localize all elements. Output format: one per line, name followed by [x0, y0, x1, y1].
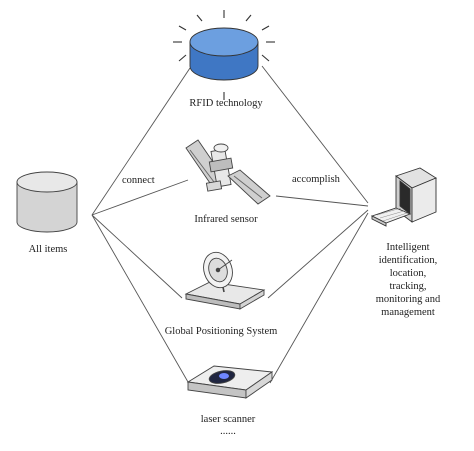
- line-rfid-outcome: [261, 65, 369, 204]
- computer-icon: [370, 167, 437, 227]
- line-infrared-outcome: [275, 195, 369, 207]
- label-laser-scanner: laser scanner: [200, 414, 256, 425]
- connect-lines: [91, 67, 191, 383]
- edge-label-connect: connect: [122, 175, 155, 186]
- line-gps-outcome: [267, 209, 369, 299]
- database-cylinder-icon: [16, 171, 78, 233]
- laser-scanner-icon: [186, 365, 274, 399]
- edge-label-accomplish: accomplish: [292, 174, 340, 185]
- label-rfid-technology: RFID technology: [189, 98, 263, 109]
- label-ellipsis: ......: [220, 426, 236, 437]
- line-items-laser: [91, 214, 189, 383]
- line-items-rfid: [91, 67, 191, 216]
- infrared-sensor-icon: [185, 139, 271, 205]
- line-laser-outcome: [269, 212, 369, 384]
- label-gps: Global Positioning System: [164, 326, 278, 337]
- line-items-infrared: [91, 179, 189, 216]
- line-items-gps: [91, 214, 183, 299]
- accomplish-lines: [261, 65, 369, 384]
- rfid-disc-icon: [173, 10, 275, 100]
- satellite-dish-icon: [184, 251, 266, 310]
- label-outcome: Intelligent identification, location, tr…: [375, 242, 441, 318]
- label-all-items: All items: [28, 244, 68, 255]
- label-infrared-sensor: Infrared sensor: [194, 214, 258, 225]
